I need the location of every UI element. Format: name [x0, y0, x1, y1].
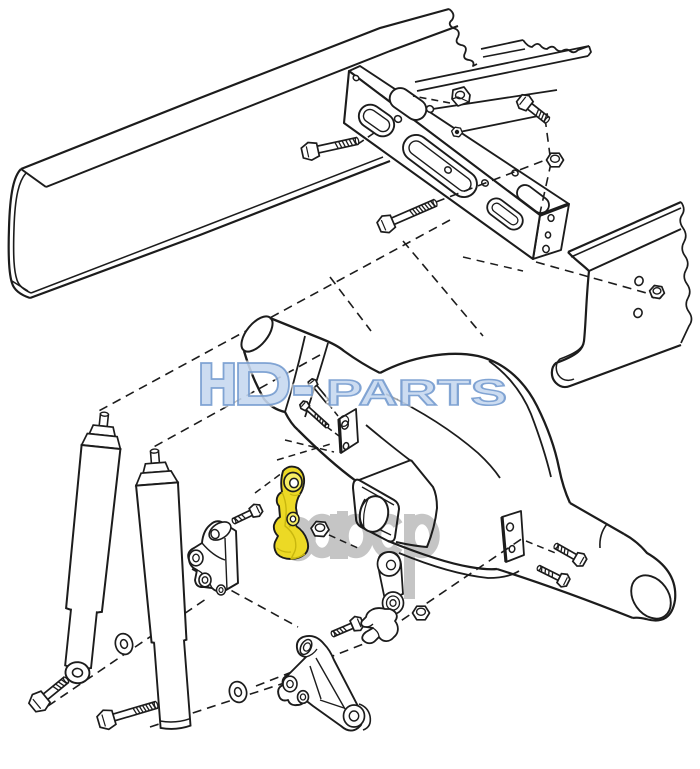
svg-text:PARTS: PARTS: [326, 372, 507, 413]
svg-text:PARTS: PARTS: [326, 372, 507, 413]
